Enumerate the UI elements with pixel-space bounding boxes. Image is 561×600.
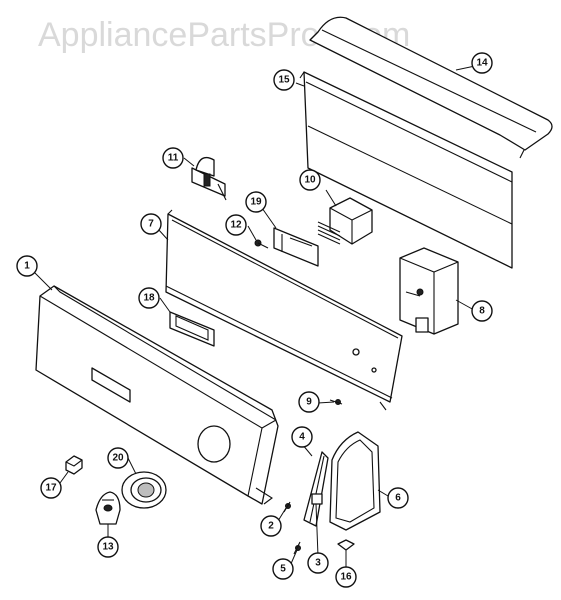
part-display-lens [169,311,215,347]
svg-text:9: 9 [306,397,312,408]
svg-text:16: 16 [340,572,352,583]
part-dial-ring [121,471,167,509]
part-switch-bracket [191,156,227,201]
svg-text:10: 10 [304,175,316,186]
part-top-cover [309,16,553,159]
part-trim-strip [303,451,329,527]
svg-text:7: 7 [148,219,154,230]
callout-18: 18 [138,287,160,309]
leader-lines [33,65,476,570]
svg-text:12: 12 [230,220,242,231]
callout-15: 15 [273,69,295,91]
callout-7: 7 [140,213,162,235]
part-knob [95,491,121,525]
part-small-plate-3 [311,493,323,505]
svg-text:13: 13 [102,542,114,553]
svg-text:15: 15 [278,75,290,86]
part-screw-9 [329,399,343,405]
svg-text:5: 5 [280,564,286,575]
part-terminal-block [317,197,373,245]
svg-text:18: 18 [143,293,155,304]
part-timer-module [399,247,459,335]
svg-text:1: 1 [24,261,30,272]
callout-20: 20 [107,447,129,469]
svg-text:6: 6 [395,493,401,504]
callout-6: 6 [387,487,409,509]
callout-11: 11 [162,147,184,169]
callout-12: 12 [225,214,247,236]
svg-text:8: 8 [479,306,485,317]
svg-text:2: 2 [268,521,274,532]
callout-5: 5 [272,558,294,580]
callout-17: 17 [40,477,62,499]
part-screw-5 [293,541,301,555]
callout-1: 1 [16,255,38,277]
callout-13: 13 [97,536,119,558]
callout-2: 2 [260,515,282,537]
part-end-cap [329,431,381,531]
svg-text:4: 4 [299,432,305,443]
callout-9: 9 [298,391,320,413]
svg-text:14: 14 [476,58,488,69]
callout-16: 16 [335,566,357,588]
svg-text:11: 11 [168,153,179,164]
part-button-17 [65,455,83,475]
callout-10: 10 [299,169,321,191]
part-control-housing [35,285,279,505]
part-screw-12 [254,239,269,249]
callout-8: 8 [471,300,493,322]
part-console-panel [165,209,403,411]
svg-text:17: 17 [45,483,57,494]
svg-text:19: 19 [250,197,262,208]
part-clip-16 [337,539,355,551]
svg-text:3: 3 [315,558,321,569]
callout-4: 4 [291,426,313,448]
callout-3: 3 [307,552,329,574]
part-small-bracket [273,227,319,267]
callout-14: 14 [471,52,493,74]
callout-19: 19 [245,191,267,213]
svg-text:20: 20 [112,453,124,464]
part-back-panel [299,71,513,269]
